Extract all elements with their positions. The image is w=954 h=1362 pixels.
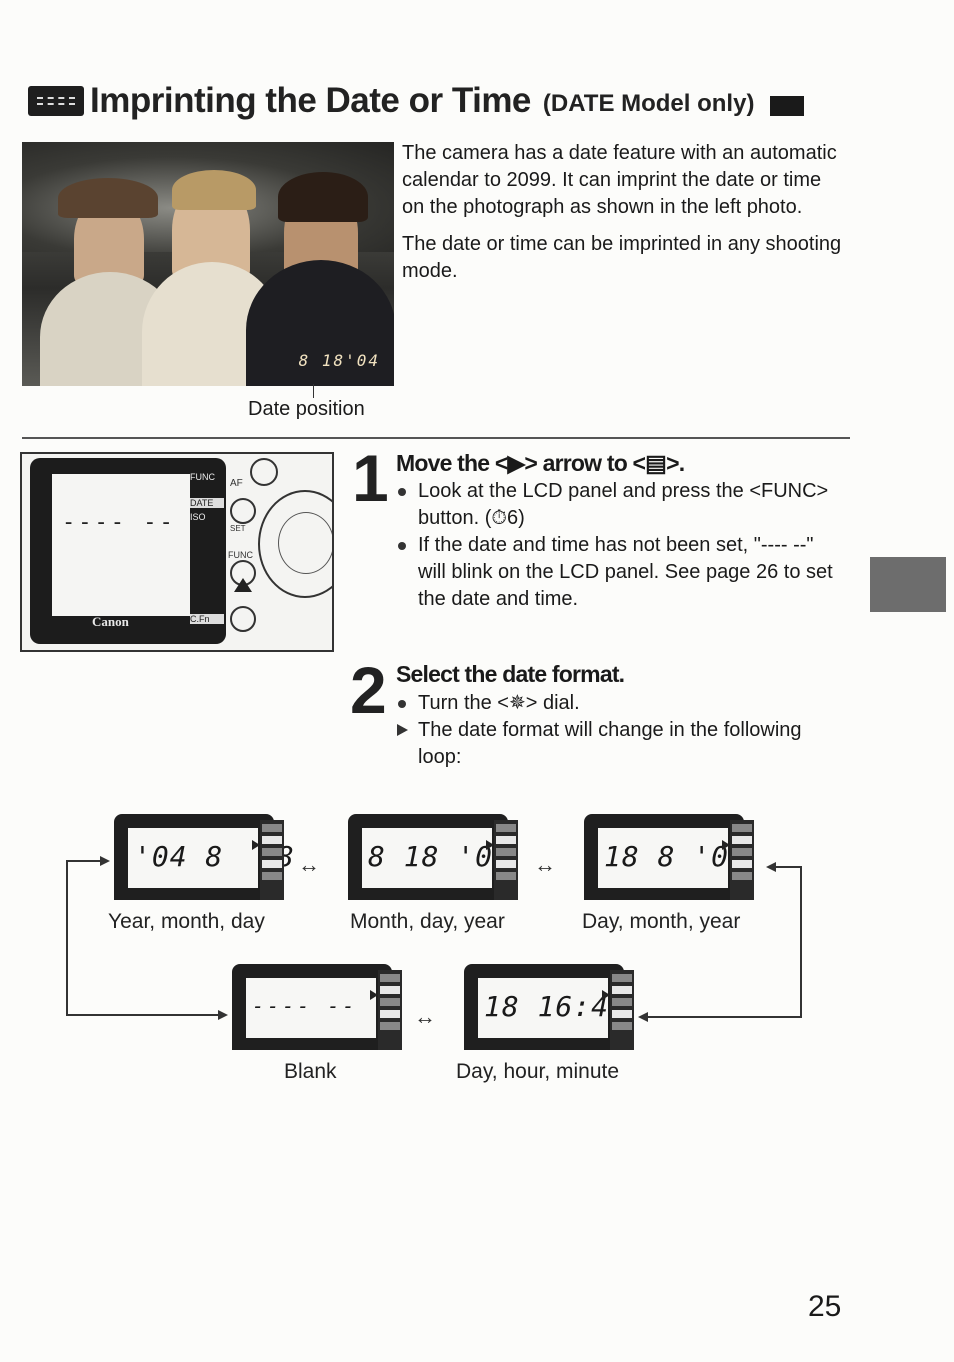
- sample-photo: 8 18'04: [22, 142, 394, 386]
- loop-line: [644, 1016, 802, 1018]
- result-arrow-icon: [397, 724, 408, 736]
- format-label: Month, day, year: [350, 910, 505, 933]
- step-number: 1: [352, 441, 389, 515]
- camera-lcd-figure: ---- -- Canon FUNC DATE ISO C.Fn AF SET …: [20, 452, 334, 652]
- step1-instructions: Look at the LCD panel and press the <FUN…: [396, 478, 846, 613]
- loop-line: [772, 866, 802, 868]
- lcd-panel-mdy: 8 18 '04: [348, 814, 520, 902]
- af-label: AF: [230, 478, 243, 489]
- page-number: 25: [808, 1290, 842, 1323]
- photo-caption: Date position: [248, 398, 365, 420]
- loop-line: [66, 860, 68, 1016]
- format-label: Day, hour, minute: [456, 1060, 620, 1083]
- intro-paragraph: The date or time can be imprinted in any…: [402, 233, 842, 282]
- intro-paragraph: The camera has a date feature with an au…: [402, 142, 837, 218]
- step-title: Move the <▶> arrow to <▤>.: [396, 450, 685, 476]
- title-subtitle: (DATE Model only): [542, 90, 755, 117]
- loop-connector: ↔: [534, 852, 556, 877]
- caption-pointer: [313, 384, 314, 398]
- step-title: Select the date format.: [396, 661, 625, 687]
- lcd-label: C.Fn: [190, 614, 224, 624]
- section-divider: [22, 437, 850, 439]
- page-title: Imprinting the Date or Time (DATE Model …: [28, 76, 805, 126]
- lcd-label: ISO: [190, 512, 206, 522]
- lcd-panel-dmy: 18 8 '04: [584, 814, 756, 902]
- loop-line: [66, 860, 106, 862]
- lcd-dashes: ---- --: [62, 510, 176, 535]
- format-label: Year, month, day: [108, 910, 265, 933]
- intro-text: The camera has a date feature with an au…: [402, 140, 842, 295]
- date-stamp: 8 18'04: [298, 351, 380, 370]
- arrowhead-icon: [638, 1012, 648, 1022]
- date-icon: [28, 86, 84, 116]
- lcd-readout: ---- --: [252, 994, 358, 1018]
- up-arrow-icon: [234, 578, 252, 592]
- instruction-text: If the date and time has not been set, "…: [418, 534, 833, 610]
- lcd-panel-dhm: 18 16:45: [464, 964, 636, 1052]
- bullet-icon: [398, 488, 406, 496]
- loop-line: [66, 1014, 224, 1016]
- arrowhead-icon: [218, 1010, 228, 1020]
- arrowhead-icon: [100, 856, 110, 866]
- result-text: The date format will change in the follo…: [418, 719, 802, 768]
- format-label: Day, month, year: [582, 910, 741, 933]
- cross-keys[interactable]: [278, 512, 332, 574]
- brand-logo: Canon: [92, 614, 129, 629]
- set-button[interactable]: [230, 498, 256, 524]
- title-end-block: [770, 96, 805, 116]
- af-button[interactable]: [250, 458, 278, 486]
- loop-connector: ↔: [298, 852, 320, 877]
- loop-connector: ↔: [414, 1004, 436, 1029]
- lcd-label: DATE: [190, 498, 224, 508]
- func-label: FUNC: [228, 550, 253, 560]
- section-tab: [870, 557, 946, 612]
- lcd-label: FUNC: [190, 472, 215, 482]
- command-dial[interactable]: [258, 490, 332, 598]
- step-number: 2: [350, 653, 387, 727]
- loop-line: [800, 866, 802, 1018]
- lcd-panel-ymd: '04 8 18: [114, 814, 294, 902]
- title-text: Imprinting the Date or Time: [90, 81, 531, 120]
- set-label: SET: [230, 524, 246, 533]
- format-label: Blank: [284, 1060, 337, 1083]
- step2-instructions: Turn the <✵> dial. The date format will …: [396, 690, 846, 771]
- cfn-button[interactable]: [230, 606, 256, 632]
- instruction-text: Turn the <✵> dial.: [418, 692, 580, 714]
- bullet-icon: [398, 700, 406, 708]
- lcd-panel-blank: ---- --: [232, 964, 404, 1052]
- bullet-icon: [398, 542, 406, 550]
- arrowhead-icon: [766, 862, 776, 872]
- instruction-text: Look at the LCD panel and press the <FUN…: [418, 480, 829, 529]
